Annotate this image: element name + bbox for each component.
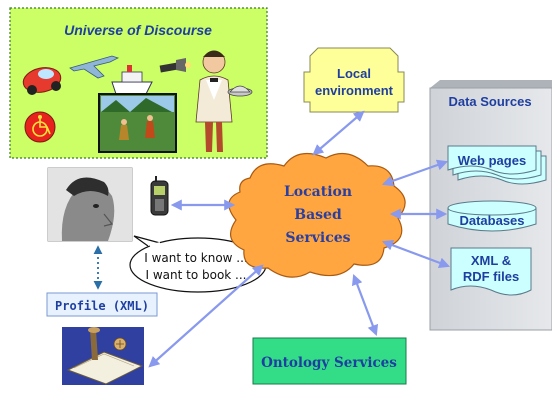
hikers-picture-icon bbox=[98, 93, 177, 153]
profile-label: Profile (XML) bbox=[55, 299, 149, 313]
ontology-label: Ontology Services bbox=[261, 355, 397, 371]
mobile-phone-icon bbox=[150, 176, 169, 216]
lbs-line-1: Location bbox=[284, 184, 352, 200]
web-pages-stack bbox=[447, 145, 547, 185]
xml-rdf-label-2: RDF files bbox=[463, 269, 519, 284]
local-environment-label-1: Local bbox=[337, 66, 371, 81]
waiter-icon bbox=[195, 50, 253, 152]
xml-rdf-document bbox=[450, 247, 532, 296]
airplane-icon bbox=[69, 55, 120, 79]
xml-rdf-label-1: XML & bbox=[471, 253, 511, 268]
car-icon bbox=[22, 67, 62, 95]
ontology-box bbox=[252, 337, 407, 385]
wheelchair-icon bbox=[24, 111, 56, 143]
book-icon bbox=[62, 327, 144, 385]
speech-line-1: I want to know ... bbox=[144, 251, 247, 265]
person-photo bbox=[47, 167, 133, 242]
web-pages-label: Web pages bbox=[458, 153, 526, 168]
lbs-line-3: Services bbox=[285, 230, 350, 246]
lbs-cloud bbox=[228, 152, 406, 278]
connectors bbox=[148, 110, 451, 368]
universe-title: Universe of Discourse bbox=[64, 22, 212, 38]
lbs-line-2: Based bbox=[294, 207, 342, 223]
speech-line-2: I want to book ... bbox=[145, 268, 246, 282]
databases-label: Databases bbox=[459, 213, 524, 228]
data-sources-title: Data Sources bbox=[448, 94, 531, 109]
flashlight-icon bbox=[159, 58, 191, 73]
local-environment-shape bbox=[303, 47, 405, 113]
databases-cylinder bbox=[447, 200, 537, 232]
local-environment-label-2: environment bbox=[315, 83, 394, 98]
